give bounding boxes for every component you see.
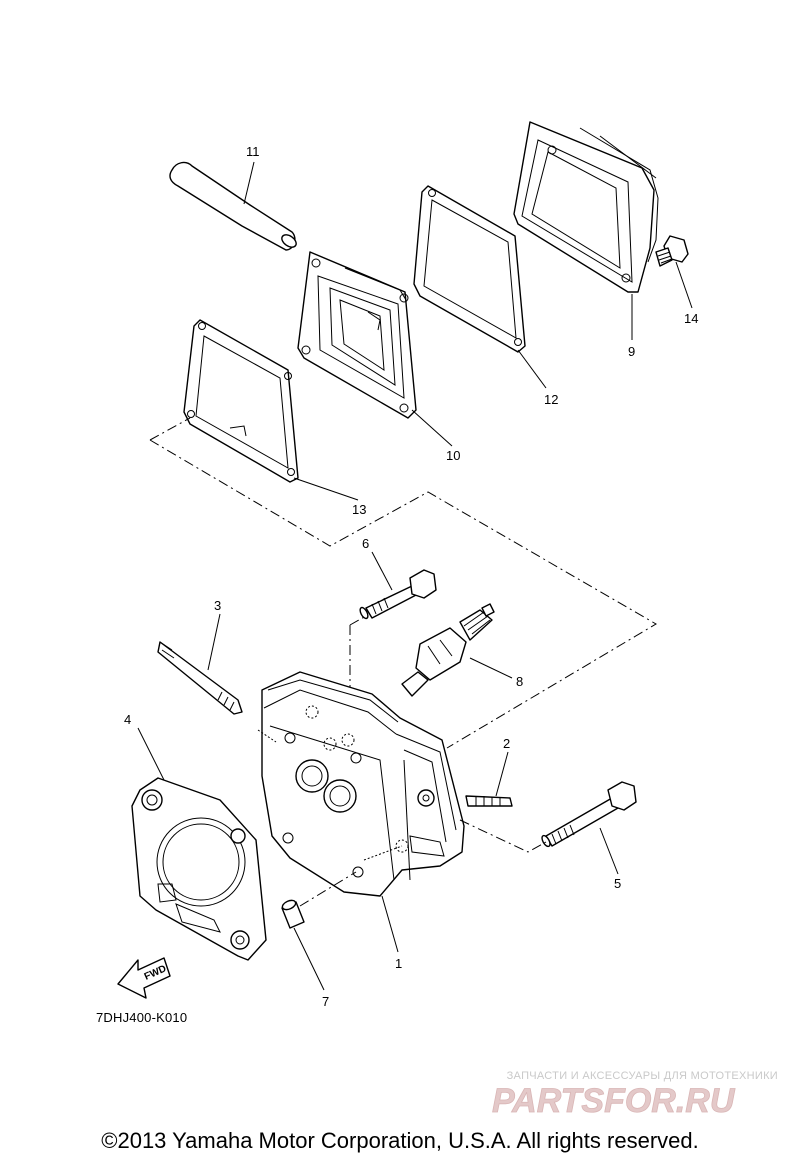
svg-text:PARTSFOR.RU: PARTSFOR.RU xyxy=(492,1082,736,1120)
callout-13: 13 xyxy=(352,502,366,517)
diagram-code: 7DHJ400-K010 xyxy=(96,1010,188,1025)
callout-10: 10 xyxy=(446,448,460,463)
separator-plate xyxy=(297,251,417,419)
callout-3: 3 xyxy=(214,598,221,613)
callout-7: 7 xyxy=(322,994,329,1009)
callout-12: 12 xyxy=(544,392,558,407)
watermark-logo: PARTSFOR.RU xyxy=(492,1082,737,1120)
cover-gasket-lower xyxy=(183,319,299,483)
fwd-arrow-icon: FWD xyxy=(117,957,171,999)
head-bolt-lower xyxy=(541,781,637,848)
callout-8: 8 xyxy=(516,674,523,689)
callout-5: 5 xyxy=(614,876,621,891)
callout-numbers: 11 14 9 12 10 13 6 3 8 4 2 5 1 7 xyxy=(124,144,698,1009)
callout-11: 11 xyxy=(246,144,260,159)
valve-cover xyxy=(513,121,659,293)
callout-4: 4 xyxy=(124,712,131,727)
callout-9: 9 xyxy=(628,344,635,359)
spark-plug xyxy=(401,603,495,697)
cover-bolt xyxy=(655,235,689,267)
callout-14: 14 xyxy=(684,311,698,326)
cylinder-head-gasket xyxy=(131,777,267,961)
watermark-caption: ЗАПЧАСТИ И АКСЕССУАРЫ ДЛЯ МОТОТЕХНИКИ xyxy=(506,1070,778,1082)
leader-lines xyxy=(137,161,693,991)
callout-1: 1 xyxy=(395,956,402,971)
cover-gasket xyxy=(413,185,526,353)
callout-2: 2 xyxy=(503,736,510,751)
stud-bolt xyxy=(157,641,243,715)
head-bolt-upper xyxy=(359,569,437,620)
upper-group-frame xyxy=(149,439,657,749)
dowel-pin xyxy=(281,899,305,929)
cylinder-head xyxy=(257,671,465,897)
callout-6: 6 xyxy=(362,536,369,551)
manifold-stud xyxy=(465,795,513,807)
copyright-footer: ©2013 Yamaha Motor Corporation, U.S.A. A… xyxy=(101,1128,699,1153)
breather-hose xyxy=(169,161,297,251)
